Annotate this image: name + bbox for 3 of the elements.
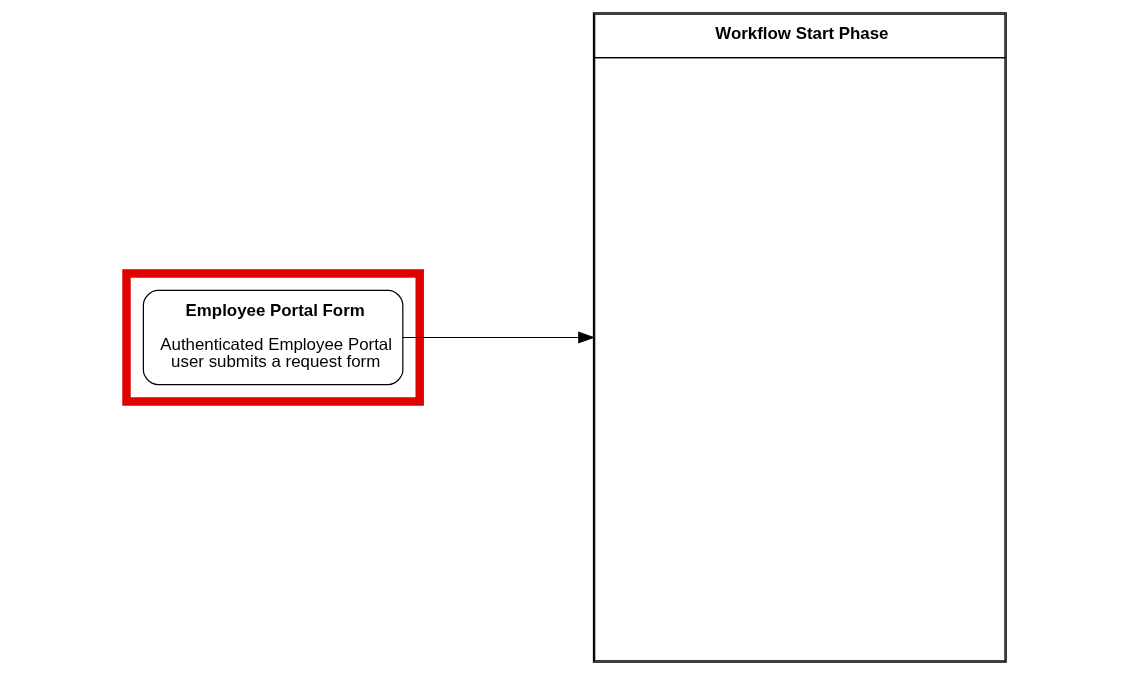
arrow [401,331,595,344]
node-box: Employee Portal Form Authenticated Employee Portal user submits a request form [142,289,403,386]
cluster [121,269,424,406]
